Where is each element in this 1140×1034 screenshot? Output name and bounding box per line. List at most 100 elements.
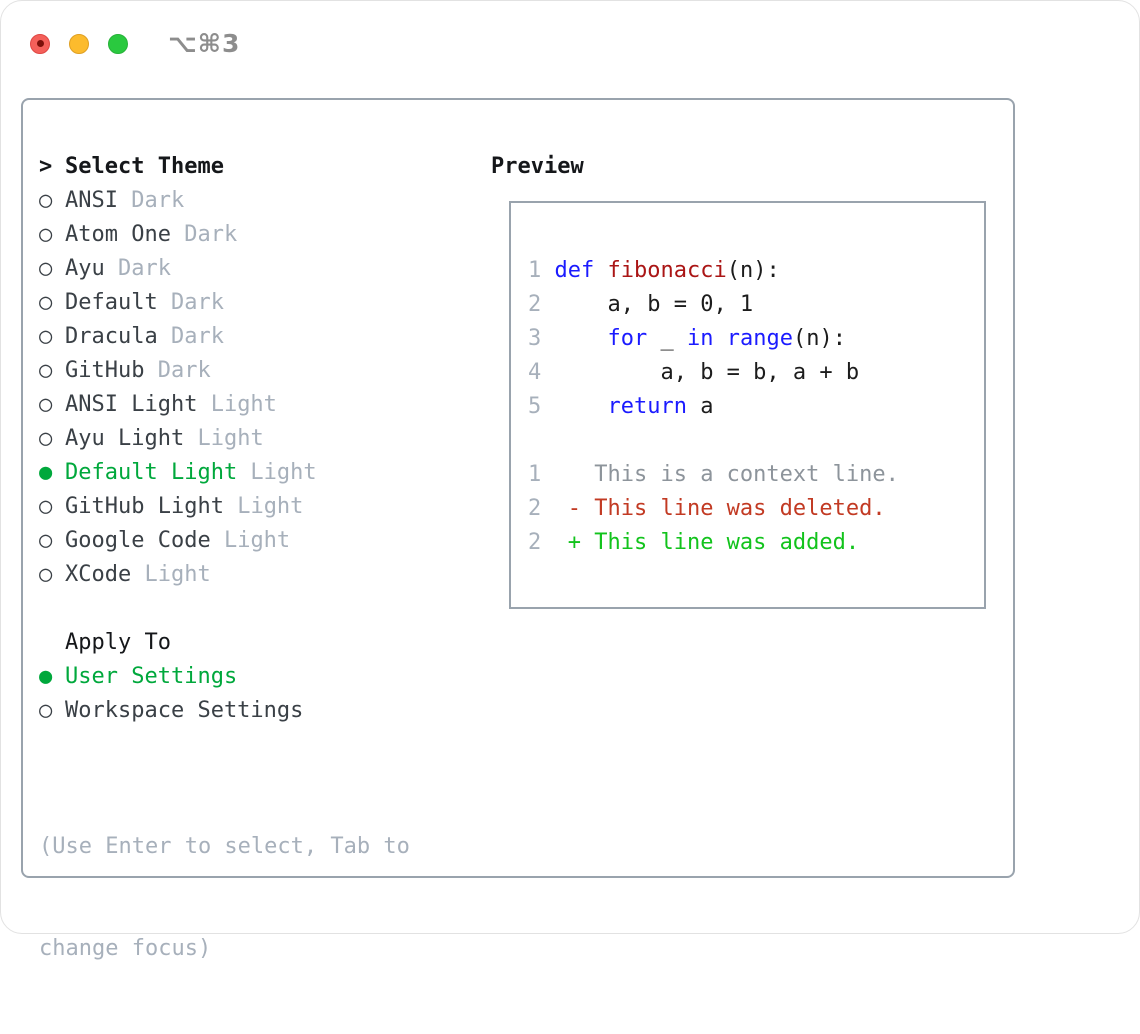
theme-option-ayu-light[interactable]: ○ Ayu Light Light xyxy=(39,422,317,456)
theme-option-github[interactable]: ○ GitHub Dark xyxy=(39,354,317,388)
code-line: 2 a, b = 0, 1 xyxy=(528,288,984,322)
window-title: ⌥⌘3 xyxy=(168,29,241,58)
theme-name: Google Code xyxy=(65,528,211,553)
code-segment: (n): xyxy=(726,258,780,283)
theme-name: Ayu Light xyxy=(65,426,185,451)
app-window: ⌥⌘3 > Select Theme ○ ANSI Dark ○ Atom One Dar… xyxy=(0,0,1140,961)
diff-line-added: 2 + This line was added. xyxy=(528,526,984,560)
zoom-button[interactable] xyxy=(108,33,128,54)
radio-icon: ○ xyxy=(39,698,53,723)
radio-icon: ○ xyxy=(39,358,53,383)
theme-option-default-light[interactable]: ● Default Light Light xyxy=(39,456,317,490)
diff-line-deleted: 2 - This line was deleted. xyxy=(528,492,984,526)
close-button[interactable] xyxy=(30,33,50,54)
theme-option-ansi[interactable]: ○ ANSI Dark xyxy=(39,184,317,218)
radio-icon: ○ xyxy=(39,188,53,213)
theme-variant: Dark xyxy=(144,358,211,383)
diff-text: + This line was added. xyxy=(554,530,860,555)
code-segment: range xyxy=(726,326,793,351)
diff-text: - This line was deleted. xyxy=(554,496,886,521)
theme-dialog-panel: > Select Theme ○ ANSI Dark ○ Atom One Dark ○ Ay… xyxy=(21,98,1015,961)
code-segment: def xyxy=(554,258,608,283)
theme-name: GitHub Light xyxy=(65,494,224,519)
code-segment: return xyxy=(607,394,687,419)
theme-name: Default Light xyxy=(65,460,238,485)
theme-variant: Light xyxy=(131,562,211,587)
theme-name: GitHub xyxy=(65,358,145,383)
code-segment xyxy=(555,326,608,351)
line-number: 2 xyxy=(528,530,555,555)
theme-variant: Dark xyxy=(170,222,238,247)
marker-blank xyxy=(39,626,65,660)
code-segment: a xyxy=(686,394,714,419)
code-segment: (n): xyxy=(792,326,846,351)
code-segment xyxy=(713,326,726,351)
theme-option-xcode[interactable]: ○ XCode Light xyxy=(39,558,317,592)
unsaved-indicator-icon xyxy=(36,40,44,47)
theme-list-heading-label: Select Theme xyxy=(65,154,224,179)
theme-name: Default xyxy=(65,290,158,315)
focus-caret-icon: > xyxy=(39,154,53,179)
theme-selector: > Select Theme ○ ANSI Dark ○ Atom One Dark ○ Ay… xyxy=(39,150,317,728)
code-segment xyxy=(555,394,608,419)
diff-line-context: 1 This is a context line. xyxy=(528,458,984,492)
radio-icon: ○ xyxy=(39,494,53,519)
code-line: 1 def fibonacci(n): xyxy=(528,254,984,288)
theme-option-github-light[interactable]: ○ GitHub Light Light xyxy=(39,490,317,524)
code-line: 3 for _ in range(n): xyxy=(528,322,984,356)
minimize-button[interactable] xyxy=(69,33,89,54)
radio-selected-icon: ● xyxy=(39,460,53,485)
theme-option-default[interactable]: ○ Default Dark xyxy=(39,286,317,320)
preview-heading: Preview xyxy=(491,154,584,179)
code-segment: for xyxy=(607,326,648,351)
theme-option-atom-one[interactable]: ○ Atom One Dark xyxy=(39,218,317,252)
radio-icon: ○ xyxy=(39,324,53,349)
spacer xyxy=(528,424,984,458)
theme-option-ansi-light[interactable]: ○ANSI Light Light xyxy=(39,388,317,422)
theme-variant: Light xyxy=(210,528,291,553)
radio-icon: ○ xyxy=(39,562,53,587)
line-number: 1 xyxy=(528,462,555,487)
line-number: 1 xyxy=(528,258,555,283)
theme-variant: Light xyxy=(184,426,264,451)
theme-name: ANSI xyxy=(65,188,118,213)
radio-selected-icon: ● xyxy=(39,664,53,689)
theme-name: Dracula xyxy=(65,324,158,349)
code-line: 4 a, b = b, a + b xyxy=(528,356,984,390)
code-segment: in xyxy=(686,326,714,351)
apply-option-workspace-settings[interactable]: ○ Workspace Settings xyxy=(39,694,317,728)
theme-option-dracula[interactable]: ○ Dracula Dark xyxy=(39,320,317,354)
theme-name: Ayu xyxy=(65,256,105,281)
theme-list-heading: > Select Theme xyxy=(39,150,317,184)
theme-variant: Dark xyxy=(104,256,171,281)
apply-option-user-settings[interactable]: ● User Settings xyxy=(39,660,317,694)
radio-icon: ○ xyxy=(39,426,53,451)
apply-option-label: Workspace Settings xyxy=(65,698,304,723)
line-number: 2 xyxy=(528,292,555,317)
diff-text: This is a context line. xyxy=(554,462,899,487)
code-segment: fibonacci xyxy=(607,258,727,283)
apply-option-label: User Settings xyxy=(65,664,238,689)
line-number: 3 xyxy=(528,326,555,351)
theme-name: Atom One xyxy=(65,222,171,247)
title-bar: ⌥⌘3 xyxy=(30,29,240,58)
theme-variant: Light xyxy=(197,392,277,417)
line-number: 5 xyxy=(528,394,555,419)
radio-icon: ○ xyxy=(39,222,53,247)
code-line: 5 return a xyxy=(528,390,984,424)
theme-variant: Light xyxy=(223,494,304,519)
radio-icon: ○ xyxy=(39,256,53,281)
theme-option-ayu[interactable]: ○ Ayu Dark xyxy=(39,252,317,286)
theme-variant: Dark xyxy=(117,188,185,213)
theme-option-google-code[interactable]: ○Google Code Light xyxy=(39,524,317,558)
radio-icon: ○ xyxy=(39,290,53,315)
radio-icon: ○ xyxy=(39,392,53,417)
theme-variant: Dark xyxy=(157,324,224,349)
theme-name: XCode xyxy=(65,562,132,587)
line-number: 4 xyxy=(528,360,555,385)
apply-to-heading-label: Apply To xyxy=(65,630,171,655)
theme-variant: Light xyxy=(237,460,317,485)
code-segment: _ xyxy=(647,326,687,351)
theme-variant: Dark xyxy=(157,290,224,315)
